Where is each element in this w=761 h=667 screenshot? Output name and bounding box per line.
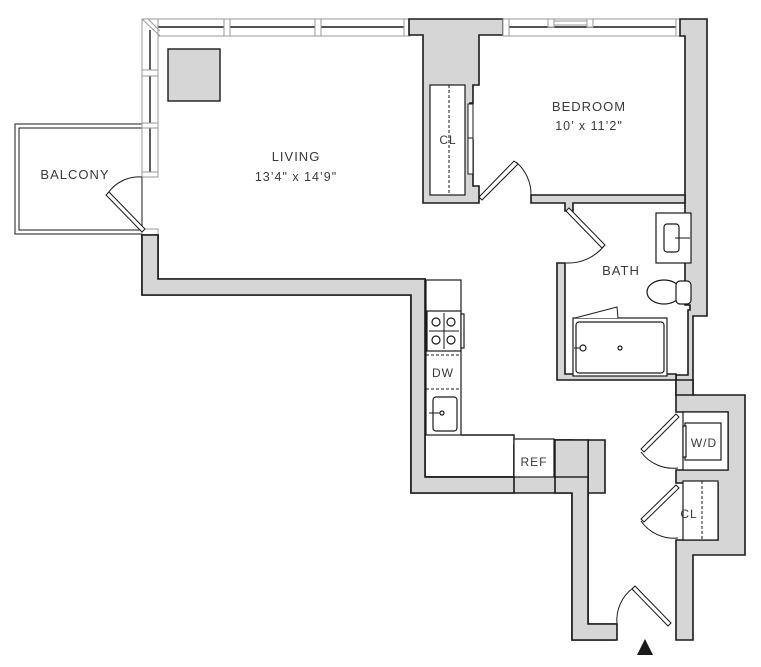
balcony-door[interactable] [105,176,146,233]
column-block [167,48,221,102]
closet-door[interactable] [640,484,680,539]
living-window-wall [141,18,411,236]
balcony [14,123,143,235]
bath-vanity [655,212,692,264]
kitchen-sink [429,396,458,432]
refrigerator-label: REF [521,455,548,469]
bedroom-dimensions: 10’ x 11’2" [555,119,623,133]
entry-closet-label: CL [680,507,697,521]
bedroom-window [502,18,683,37]
bedroom-closet [429,84,466,196]
wall-bedroom-south [530,194,686,212]
wall-bath-west [556,262,694,396]
bath-label: BATH [602,263,640,278]
living-label: LIVING [272,149,321,164]
washer-dryer-closet [682,411,729,471]
dishwasher-label: DW [432,366,454,380]
washer-dryer-label: W/D [691,436,717,450]
balcony-label: BALCONY [40,167,109,182]
bedroom-closet-label: CL [439,133,456,147]
stove [426,310,465,352]
refrigerator [513,438,555,478]
living-dimensions: 13’4" x 14’9" [255,170,337,184]
entry-arrow-icon [637,639,653,655]
entry-door[interactable] [616,585,672,627]
wall-fridge-side [554,439,589,478]
bath-door[interactable] [565,207,606,264]
toilet [646,279,692,305]
wd-door[interactable] [640,413,680,469]
bathtub [572,306,668,377]
bedroom-door[interactable] [478,160,532,201]
wall-corridor-west [554,439,618,641]
bedroom-label: BEDROOM [552,99,626,114]
wall-east [675,18,746,641]
entry-closet [682,480,719,541]
